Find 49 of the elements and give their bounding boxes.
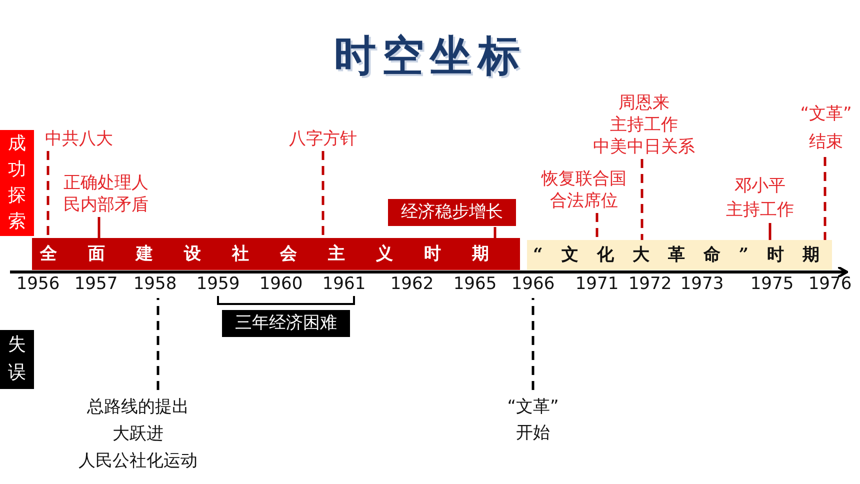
leader-line bbox=[494, 227, 496, 238]
year-label: 1958 bbox=[133, 274, 177, 294]
year-label: 1966 bbox=[511, 274, 555, 294]
side-tag: 失误 bbox=[0, 330, 34, 389]
event-label: 开始 bbox=[515, 422, 551, 445]
event-label: 人民公社化运动 bbox=[78, 450, 198, 473]
title: 时空坐标 bbox=[334, 31, 526, 80]
year-label: 1965 bbox=[453, 274, 497, 294]
event-box: 三年经济困难 bbox=[222, 310, 350, 337]
event-label: 正确处理人民内部矛盾 bbox=[62, 172, 150, 216]
leader-line bbox=[768, 223, 772, 240]
year-label: 1960 bbox=[259, 274, 303, 294]
event-label: 中共八大 bbox=[44, 128, 114, 150]
period-band bbox=[527, 240, 832, 270]
event-label: 主持工作 bbox=[725, 199, 795, 222]
year-label: 1962 bbox=[390, 274, 434, 294]
leader-line bbox=[322, 151, 324, 238]
year-label: 1957 bbox=[74, 274, 118, 294]
leader-line bbox=[98, 217, 100, 238]
year-label: 1959 bbox=[196, 274, 240, 294]
event-label: 结束 bbox=[808, 131, 844, 154]
period-band bbox=[32, 238, 520, 270]
event-label: 恢复联合国合法席位 bbox=[540, 168, 628, 212]
event-label: “文革” bbox=[799, 103, 853, 126]
leader-line bbox=[824, 157, 826, 240]
event-label: 邓小平 bbox=[734, 175, 786, 198]
year-label: 1972 bbox=[628, 274, 672, 294]
year-label: 1971 bbox=[575, 274, 619, 294]
leader-line bbox=[532, 298, 534, 390]
period-label: “文化大革命”时期 bbox=[533, 245, 838, 265]
year-label: 1973 bbox=[680, 274, 724, 294]
event-label: 八字方针 bbox=[288, 128, 358, 150]
event-label: 主持工作 bbox=[609, 114, 679, 136]
event-label: 中美中日关系 bbox=[592, 136, 696, 158]
leader-line bbox=[156, 298, 160, 390]
event-box: 经济稳步增长 bbox=[388, 199, 516, 226]
year-label: 1961 bbox=[322, 274, 366, 294]
leader-line bbox=[640, 159, 644, 240]
year-label: 1976 bbox=[808, 274, 852, 294]
year-label: 1956 bbox=[16, 274, 60, 294]
year-label: 1975 bbox=[750, 274, 794, 294]
event-label: 周恩来 bbox=[618, 92, 670, 114]
event-label: 大跃进 bbox=[112, 423, 164, 446]
period-label: 全面建设社会主义时期 bbox=[40, 244, 520, 264]
event-label: 总路线的提出 bbox=[86, 396, 190, 419]
leader-line bbox=[596, 213, 598, 240]
side-tag: 成功探索 bbox=[0, 130, 34, 236]
event-label: “文革” bbox=[506, 396, 560, 419]
leader-line bbox=[46, 151, 50, 238]
